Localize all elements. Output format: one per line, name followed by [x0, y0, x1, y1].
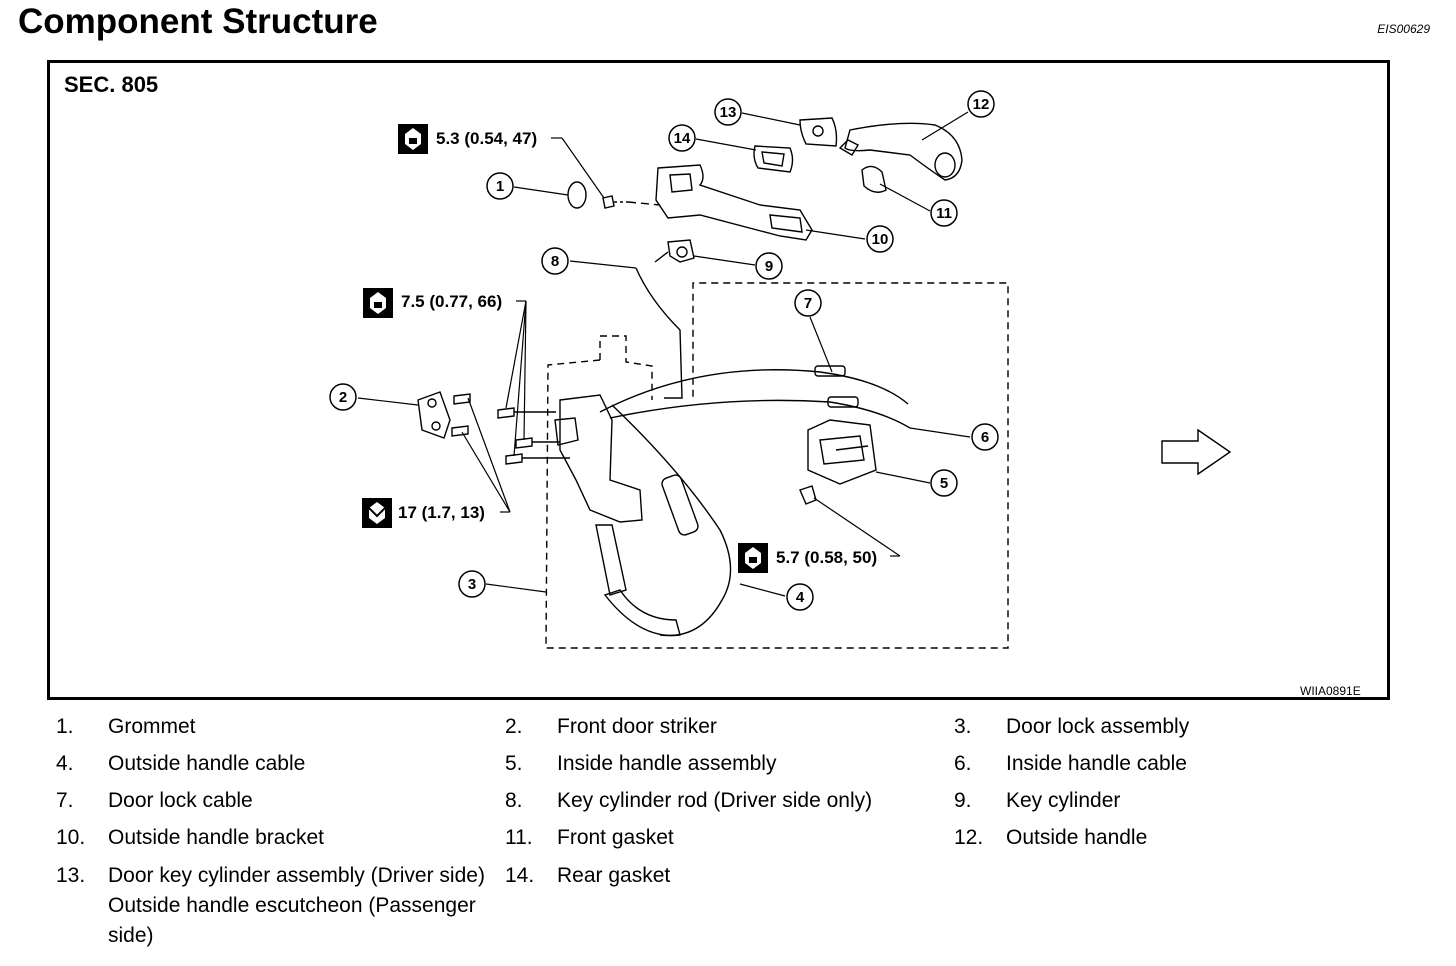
striker-screws — [451, 393, 471, 437]
front-door-striker — [417, 391, 451, 439]
part-name: Door lock cable — [108, 789, 253, 812]
callout-14: 14 — [668, 124, 696, 152]
front-gasket — [861, 165, 887, 193]
door-lock-cable — [599, 369, 909, 413]
section-label: SEC. 805 — [64, 72, 159, 97]
door-lock-dashed-outline — [545, 282, 1009, 649]
callout-8: 8 — [541, 247, 569, 275]
door-key-cylinder-assembly — [799, 117, 838, 147]
svg-text:2: 2 — [339, 389, 347, 406]
inside-handle-cable — [609, 399, 911, 429]
lock-screws — [497, 407, 570, 465]
list-item: 13. Door key cylinder assembly (Driver si… — [56, 861, 486, 953]
svg-text:14: 14 — [674, 130, 691, 147]
part-name: Outside handle cable — [108, 752, 306, 775]
torque-spec-striker-screws: 17 (1.7, 13) — [398, 503, 485, 522]
rear-gasket — [753, 145, 794, 173]
outside-handle-cable-sleeve — [661, 474, 699, 536]
torque-spec-inside-handle-bolt: 5.7 (0.58, 50) — [776, 548, 877, 567]
page-title: Component Structure — [18, 2, 378, 41]
leader-lines — [357, 111, 971, 597]
callout-6: 6 — [971, 423, 999, 451]
torque-wrench-icon — [362, 498, 392, 528]
callout-2: 2 — [329, 383, 357, 411]
outside-handle — [838, 122, 963, 181]
part-name: Outside handle bracket — [108, 826, 324, 849]
part-name: Door key cylinder assembly (Driver side)… — [108, 864, 485, 947]
key-cylinder-rod — [635, 267, 683, 399]
part-number: 14. — [505, 864, 535, 887]
torque-wrench-icon — [398, 124, 428, 154]
diagram-frame — [47, 60, 1390, 700]
svg-text:7: 7 — [804, 295, 812, 312]
part-number: 2. — [505, 715, 523, 738]
document-code: EIS00629 — [1377, 22, 1430, 36]
callout-3: 3 — [458, 570, 486, 598]
figure-code: WIIA0891E — [1300, 684, 1361, 698]
svg-text:8: 8 — [551, 253, 559, 270]
key-cylinder — [654, 239, 695, 263]
part-number: 11. — [505, 826, 533, 849]
part-name: Key cylinder rod (Driver side only) — [557, 789, 873, 812]
part-number: 8. — [505, 789, 523, 812]
part-number: 1. — [56, 715, 74, 738]
callout-5: 5 — [930, 469, 958, 497]
svg-text:6: 6 — [981, 429, 989, 446]
svg-text:9: 9 — [765, 258, 773, 275]
part-number: 4. — [56, 752, 74, 775]
svg-text:3: 3 — [468, 576, 476, 593]
part-number: 5. — [505, 752, 523, 775]
part-name: Rear gasket — [557, 864, 671, 887]
outside-handle-cable — [611, 404, 732, 637]
part-number: 12. — [954, 826, 984, 849]
callout-12: 12 — [967, 90, 995, 118]
callout-1: 1 — [486, 172, 514, 200]
callout-9: 9 — [755, 252, 783, 280]
part-name: Grommet — [108, 715, 196, 738]
callout-4: 4 — [786, 583, 814, 611]
grommet — [567, 181, 587, 209]
part-number: 9. — [954, 789, 972, 812]
inside-handle-assembly — [807, 419, 877, 485]
svg-text:13: 13 — [720, 104, 737, 121]
inside-handle-bolt — [799, 485, 817, 505]
part-number: 10. — [56, 826, 86, 849]
part-name: Front gasket — [557, 826, 674, 849]
callout-10: 10 — [866, 225, 894, 253]
svg-text:11: 11 — [936, 205, 952, 222]
callout-11: 11 — [930, 199, 958, 227]
part-name: Inside handle cable — [1006, 752, 1187, 775]
part-number: 13. — [56, 864, 86, 887]
svg-text:1: 1 — [496, 178, 504, 195]
torque-spec-lock-screws: 7.5 (0.77, 66) — [401, 292, 502, 311]
bracket-bolt — [602, 195, 661, 209]
svg-text:5: 5 — [940, 475, 948, 492]
torque-wrench-icon — [738, 543, 768, 573]
svg-text:10: 10 — [872, 231, 889, 248]
part-name: Outside handle — [1006, 826, 1148, 849]
part-name: Inside handle assembly — [557, 752, 777, 775]
torque-spec-bracket-bolt: 5.3 (0.54, 47) — [436, 129, 537, 148]
part-name: Key cylinder — [1006, 789, 1121, 812]
part-name: Front door striker — [557, 715, 717, 738]
outside-handle-bracket — [655, 164, 813, 241]
svg-text:12: 12 — [973, 96, 990, 113]
part-number: 6. — [954, 752, 972, 775]
part-name: Door lock assembly — [1006, 715, 1190, 738]
callout-13: 13 — [714, 98, 742, 126]
door-lock-assembly — [554, 394, 681, 637]
inside-handle-cable-sleeve — [827, 396, 859, 408]
part-number: 7. — [56, 789, 74, 812]
svg-text:4: 4 — [796, 589, 805, 606]
callout-7: 7 — [794, 289, 822, 317]
part-number: 3. — [954, 715, 972, 738]
front-arrow — [1161, 428, 1232, 476]
torque-wrench-icon — [363, 288, 393, 318]
